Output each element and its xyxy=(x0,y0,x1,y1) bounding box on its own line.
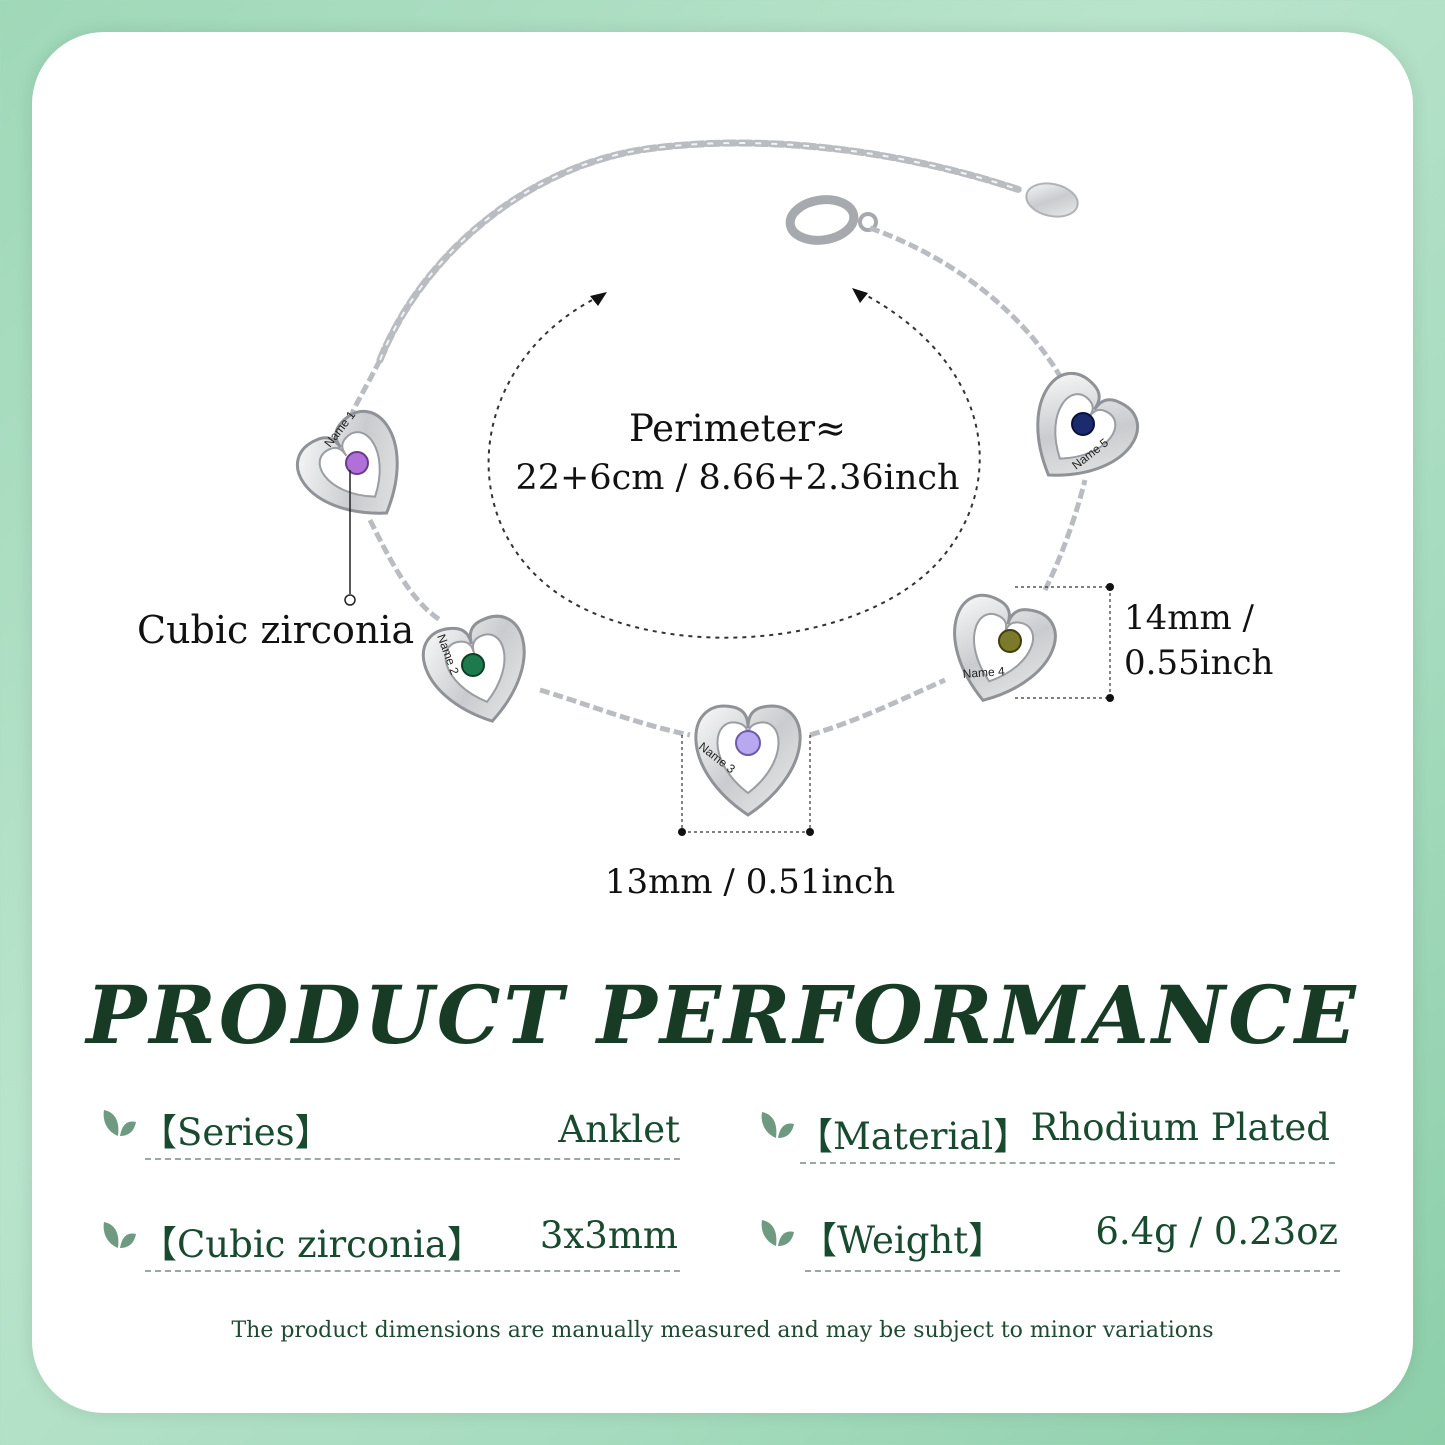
leaf-icon xyxy=(761,1220,794,1246)
section-headline: PRODUCT PERFORMANCE xyxy=(86,968,1359,1062)
spec-value-weight: 6.4g / 0.23oz xyxy=(1095,1210,1338,1253)
height-label-line1: 14mm / xyxy=(1124,598,1255,638)
engraving-4: Name 4 xyxy=(962,664,1005,681)
footnote: The product dimensions are manually meas… xyxy=(231,1318,1214,1343)
spec-label-weight: 【Weight】 xyxy=(800,1219,1006,1262)
divider xyxy=(145,1158,680,1160)
arrow-head-left xyxy=(590,292,607,306)
spec-value-series: Anklet xyxy=(558,1108,680,1151)
stone-3 xyxy=(735,730,761,756)
perimeter-value: 22+6cm / 8.66+2.36inch xyxy=(515,458,960,498)
spec-label-series: 【Series】 xyxy=(140,1111,332,1154)
spec-label-cubic-zirconia: 【Cubic zirconia】 xyxy=(140,1223,484,1266)
stone-callout-label: Cubic zirconia xyxy=(137,608,415,652)
heart-charm-3 xyxy=(694,704,802,817)
arrow-head-right xyxy=(852,288,868,303)
bracelet-illustration: Name 1 Name 2 Name 3 Name 4 Name 5 xyxy=(296,139,1139,836)
leaf-icon xyxy=(103,1110,136,1136)
height-label-line2: 0.55inch xyxy=(1124,643,1274,683)
divider xyxy=(805,1270,1340,1272)
chain-drop xyxy=(1025,182,1079,218)
divider xyxy=(800,1162,1335,1164)
spec-label-material: 【Material】 xyxy=(796,1115,1031,1158)
stone-5 xyxy=(1071,412,1095,436)
width-label: 13mm / 0.51inch xyxy=(604,862,896,902)
spec-value-cubic-zirconia: 3x3mm xyxy=(539,1214,678,1257)
perimeter-arc xyxy=(487,291,981,639)
leaf-icon xyxy=(761,1112,794,1138)
spec-value-material: Rhodium Plated xyxy=(1030,1106,1330,1149)
heart-charm-4 xyxy=(953,593,1057,703)
stone-1 xyxy=(345,451,369,475)
lobster-clasp xyxy=(785,195,878,245)
leaf-icon xyxy=(103,1222,136,1248)
pointer-dot xyxy=(344,594,356,606)
stone-2 xyxy=(461,653,485,677)
stone-4 xyxy=(998,629,1022,653)
perimeter-title: Perimeter≈ xyxy=(628,407,847,450)
divider xyxy=(145,1270,680,1272)
